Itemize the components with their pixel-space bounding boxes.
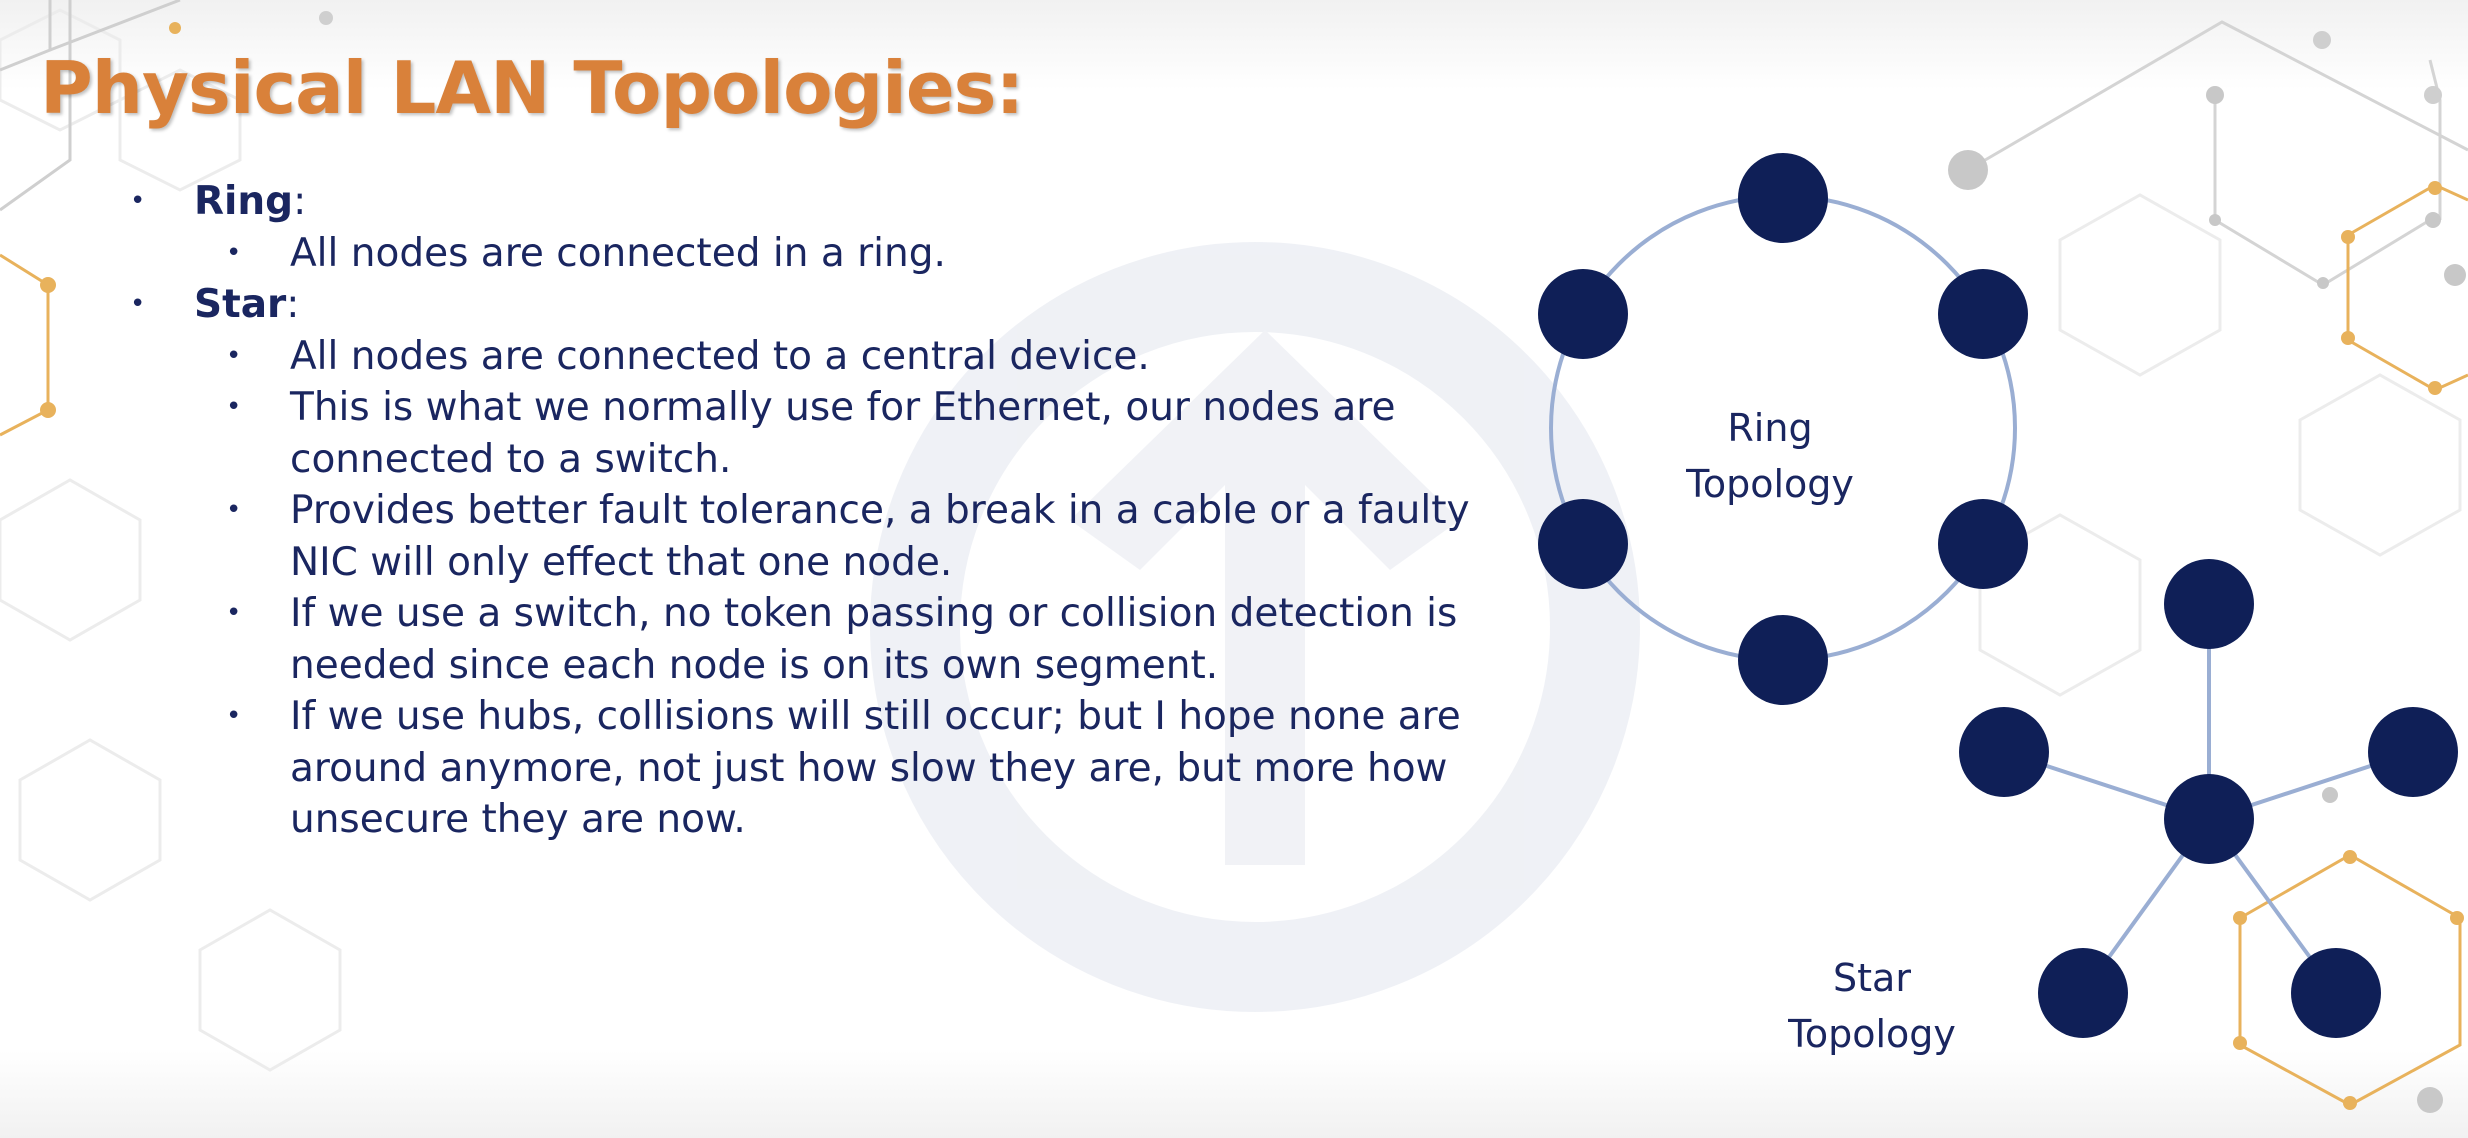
orange-lines-left [0,253,50,437]
hex-pattern-right [1978,193,2462,697]
star-topology-label: Star Topology [1722,950,2022,1062]
sub-bullet: All nodes are connected in a ring. [130,228,1470,280]
bullet-suffix: : [286,282,300,327]
ring-label-line2: Topology [1686,462,1854,506]
sub-bullet: If we use a switch, no token passing or … [130,588,1470,691]
orange-dot [2343,850,2357,864]
orange-dot [40,277,56,293]
hex-lines-topleft [0,0,181,212]
ring-node [1938,269,2028,359]
star-topology-diagram [1959,559,2458,1038]
gray-dot [319,11,333,25]
ring-node [1738,615,1828,705]
orange-dot [2450,911,2464,925]
bullet-star: Star: [130,279,1470,331]
gray-dot [2322,787,2338,803]
star-node [2368,707,2458,797]
star-label-line2: Topology [1788,1012,1956,1056]
star-node [2291,948,2381,1038]
bullet-ring: Ring: [130,176,1470,228]
gray-dot [2417,1087,2443,1113]
orange-dot [2343,1096,2357,1110]
orange-dot [2233,1036,2247,1050]
gray-dot [2206,86,2224,104]
gray-dot [2317,277,2329,289]
orange-dot [2428,181,2442,195]
sub-bullet: Provides better fault tolerance, a break… [130,485,1470,588]
orange-dot [169,22,181,34]
bullet-suffix: : [293,179,307,224]
orange-dot [2428,381,2442,395]
star-node [2164,559,2254,649]
bullet-term: Ring [194,179,294,224]
ring-node [1738,153,1828,243]
gray-dot [2424,86,2442,104]
gray-dot [1948,150,1988,190]
sub-bullet: This is what we normally use for Etherne… [130,382,1470,485]
bullet-list: Ring: All nodes are connected in a ring.… [130,176,1470,846]
orange-dot [2341,331,2355,345]
orange-dot [2341,230,2355,244]
hex-lines-right [1967,20,2468,287]
star-node [1959,707,2049,797]
ring-node [1538,499,1628,589]
star-label-line1: Star [1833,956,1911,1000]
bullet-term: Star [194,282,287,327]
ring-node [1938,499,2028,589]
orange-dot [2233,911,2247,925]
gray-dot [2425,212,2441,228]
ring-node [1538,269,1628,359]
gray-dot [2444,264,2466,286]
ring-topology-diagram [1538,153,2028,705]
slide-title: Physical LAN Topologies: [40,46,1024,130]
sub-bullet: All nodes are connected to a central dev… [130,331,1470,383]
gray-dot [2209,214,2221,226]
sub-bullet: If we use hubs, collisions will still oc… [130,691,1470,846]
ring-label-line1: Ring [1727,406,1813,450]
ring-topology-label: Ring Topology [1620,400,1920,512]
star-hub-node [2164,774,2254,864]
star-node [2038,948,2128,1038]
gray-dot [2313,31,2331,49]
orange-dot [40,402,56,418]
